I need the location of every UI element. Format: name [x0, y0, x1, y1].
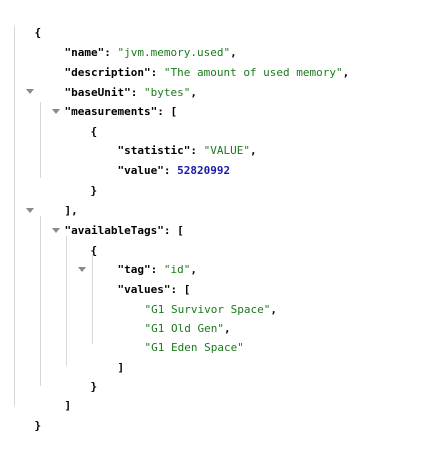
value-number[interactable]: 52820992 [177, 164, 231, 177]
collapse-toggle-measurements[interactable] [26, 88, 34, 95]
key-statistic: "statistic" [117, 144, 191, 157]
comma: , [223, 322, 231, 335]
json-line: ] [91, 339, 125, 374]
comma: , [342, 66, 350, 79]
collapse-toggle-values[interactable] [78, 266, 86, 273]
value-tag[interactable]: "id" [163, 263, 191, 276]
collapse-toggle-tag-object[interactable] [52, 227, 60, 234]
value-array-item[interactable]: "G1 Survivor Space" [144, 303, 271, 316]
indent-guide [92, 254, 93, 344]
close-bracket: ], [64, 204, 78, 217]
colon: : [130, 86, 144, 99]
value-name[interactable]: "jvm.memory.used" [117, 46, 231, 59]
json-line: } [64, 162, 98, 197]
json-line: } [64, 358, 98, 393]
value-baseunit[interactable]: "bytes" [143, 86, 191, 99]
json-line: } [8, 397, 42, 432]
close-bracket: ] [117, 361, 125, 374]
json-line-measurements: "measurements": [ [38, 83, 178, 118]
key-values: "values" [117, 283, 171, 296]
value-array-item[interactable]: "G1 Eden Space" [144, 341, 244, 354]
json-line-array-item: "G1 Survivor Space", [118, 281, 277, 316]
json-line: ] [38, 377, 72, 412]
collapse-toggle-availabletags[interactable] [26, 207, 34, 214]
key-baseunit: "baseUnit" [64, 86, 131, 99]
comma: , [190, 263, 197, 276]
comma: , [249, 144, 257, 157]
collapse-toggle-measurement-object[interactable] [52, 108, 60, 115]
colon: : [163, 164, 178, 177]
json-line-description: "description": "The amount of used memor… [38, 44, 350, 79]
colon: : [170, 283, 184, 296]
open-bracket: [ [183, 283, 191, 296]
json-line-tag: "tag": "id", [91, 241, 198, 276]
colon: : [104, 46, 118, 59]
key-value: "value" [117, 164, 164, 177]
indent-guide [40, 102, 41, 178]
json-line: { [64, 222, 98, 257]
indent-guide [66, 236, 67, 366]
colon: : [150, 66, 164, 79]
key-measurements: "measurements" [64, 105, 158, 118]
json-line-baseunit: "baseUnit": "bytes", [38, 64, 197, 99]
key-tag: "tag" [117, 263, 151, 276]
indent-guide [40, 216, 41, 386]
json-line-availabletags: "availableTags": [ [38, 202, 184, 237]
comma: , [230, 46, 237, 59]
close-brace: } [90, 380, 98, 393]
json-line: { [64, 103, 98, 138]
value-array-item[interactable]: "G1 Old Gen" [144, 322, 224, 335]
value-description[interactable]: "The amount of used memory" [163, 66, 343, 79]
json-line-array-item: "G1 Eden Space" [118, 319, 244, 354]
json-line-statistic: "statistic": "VALUE", [91, 122, 257, 157]
colon: : [150, 263, 164, 276]
indent-guide [14, 26, 15, 406]
open-bracket: [ [177, 224, 184, 237]
colon: : [157, 105, 171, 118]
comma: , [190, 86, 197, 99]
json-line-value: "value": 52820992 [91, 142, 231, 177]
colon: : [163, 224, 178, 237]
json-line: ], [38, 182, 78, 217]
value-statistic[interactable]: "VALUE" [203, 144, 250, 157]
open-brace: { [90, 244, 98, 257]
close-brace: } [90, 184, 98, 197]
key-description: "description" [64, 66, 151, 79]
comma: , [270, 303, 277, 316]
json-line: { [8, 4, 42, 39]
open-bracket: [ [170, 105, 178, 118]
json-line-array-item: "G1 Old Gen", [118, 300, 231, 335]
key-availabletags: "availableTags" [64, 224, 164, 237]
json-line-name: "name": "jvm.memory.used", [38, 24, 237, 59]
json-viewer: { "name": "jvm.memory.used", "descriptio… [8, 4, 350, 432]
open-brace: { [90, 125, 98, 138]
colon: : [190, 144, 204, 157]
json-line-values: "values": [ [91, 261, 191, 296]
close-bracket: ] [64, 399, 72, 412]
open-brace: { [34, 26, 42, 39]
key-name: "name" [64, 46, 105, 59]
